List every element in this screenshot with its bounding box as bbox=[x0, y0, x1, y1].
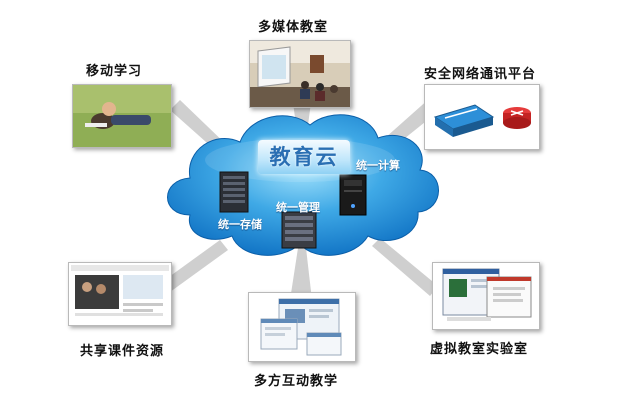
management-server-icon bbox=[281, 211, 317, 249]
cloud-title-plate: 教育云 bbox=[258, 140, 350, 174]
label-interactive: 多方互动教学 bbox=[254, 374, 339, 389]
mobile-learning-image bbox=[72, 84, 172, 148]
label-network: 安全网络通讯平台 bbox=[424, 67, 537, 82]
network-devices-image bbox=[424, 84, 540, 150]
compute-label: 统一计算 bbox=[356, 159, 400, 172]
label-courseware: 共享课件资源 bbox=[80, 344, 165, 359]
storage-label: 统一存储 bbox=[218, 218, 262, 231]
label-mobile: 移动学习 bbox=[86, 64, 143, 79]
spoke-interactive bbox=[290, 248, 312, 300]
manage-label: 统一管理 bbox=[276, 201, 320, 214]
virtual-lab-image bbox=[432, 262, 540, 330]
cloud-title: 教育云 bbox=[269, 144, 339, 169]
storage-server-icon bbox=[219, 171, 249, 213]
interactive-teaching-image bbox=[248, 292, 356, 362]
spoke-virtual-lab bbox=[372, 238, 438, 296]
courseware-resources-image bbox=[68, 262, 172, 326]
label-virtual-lab: 虚拟教室实验室 bbox=[430, 342, 529, 357]
label-multimedia: 多媒体教室 bbox=[258, 20, 329, 35]
spoke-courseware bbox=[162, 240, 228, 292]
compute-server-icon bbox=[339, 174, 367, 216]
multimedia-classroom-image bbox=[249, 40, 351, 108]
